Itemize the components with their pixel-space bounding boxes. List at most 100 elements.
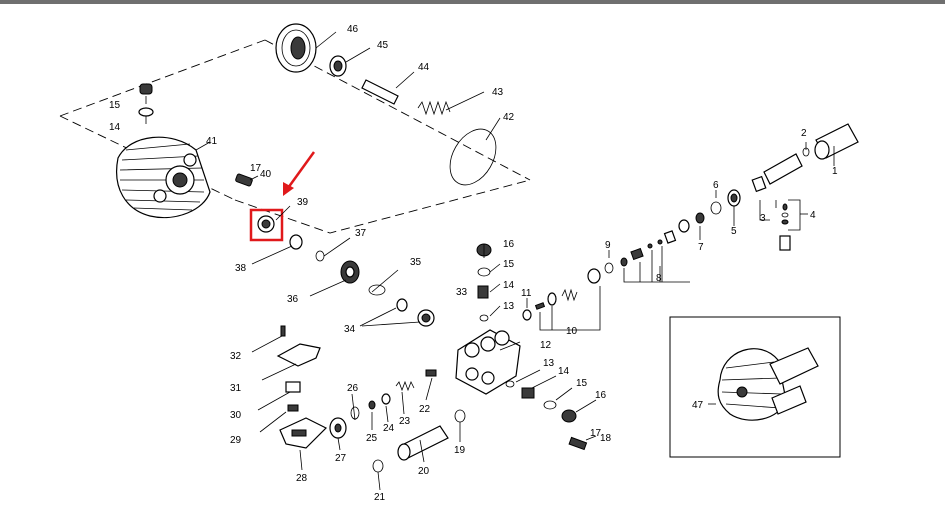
oil-seal-39[interactable] [257, 215, 275, 233]
label-33: 33 [456, 287, 468, 298]
label-37: 37 [355, 228, 367, 239]
label-20: 20 [418, 466, 430, 477]
assembled-pump-47[interactable] [717, 347, 819, 421]
label-36: 36 [287, 294, 299, 305]
nut-25[interactable] [368, 400, 376, 410]
label-16b: 16 [595, 390, 607, 401]
label-12: 12 [540, 340, 552, 351]
spring-43[interactable] [417, 100, 451, 116]
label-40: 40 [260, 169, 272, 180]
label-44: 44 [418, 62, 430, 73]
label-8: 8 [656, 273, 662, 284]
label-9: 9 [605, 240, 611, 251]
bracket-31[interactable] [276, 343, 321, 367]
label-27: 27 [335, 453, 347, 464]
label-14b: 14 [558, 366, 570, 377]
unloader-base-28[interactable] [279, 417, 328, 449]
nut-5[interactable] [727, 189, 741, 207]
label-22: 22 [419, 404, 431, 415]
label-11: 11 [521, 288, 532, 299]
label-15c: 15 [109, 100, 121, 111]
label-4: 4 [810, 210, 816, 221]
oil-drain-screw[interactable] [235, 173, 253, 187]
valve-14b[interactable] [521, 387, 535, 399]
cap-27[interactable] [329, 417, 347, 439]
valve-14[interactable] [477, 285, 489, 299]
oring-15b[interactable] [543, 400, 557, 410]
label-17a: 17 [250, 163, 262, 174]
piston-22[interactable] [425, 369, 437, 377]
oil-fill-plug[interactable] [138, 83, 154, 117]
label-13b: 13 [543, 358, 555, 369]
label-15b: 15 [576, 378, 588, 389]
unloader-10[interactable] [547, 268, 601, 306]
label-34: 34 [344, 324, 356, 335]
oring-21[interactable] [372, 459, 384, 473]
oring-15[interactable] [477, 267, 491, 277]
crankcase-housing[interactable] [116, 136, 211, 219]
label-18: 18 [600, 433, 612, 444]
valve-cap-16b[interactable] [561, 409, 577, 423]
spring-7[interactable] [695, 212, 705, 224]
bearing-46[interactable] [275, 23, 317, 73]
screw-32[interactable] [280, 325, 286, 337]
highlight-box [249, 208, 284, 242]
seal-33[interactable] [417, 309, 435, 327]
washer-38[interactable] [289, 234, 303, 250]
label-19: 19 [454, 445, 466, 456]
manifold-12[interactable] [455, 329, 521, 395]
gear-36[interactable] [340, 260, 360, 284]
label-17b: 17 [590, 428, 602, 439]
switch-30[interactable] [285, 381, 301, 393]
oring-35[interactable] [368, 284, 386, 296]
oring-13b[interactable] [505, 380, 515, 388]
label-29: 29 [230, 435, 242, 446]
label-39: 39 [297, 197, 309, 208]
label-42: 42 [503, 112, 515, 123]
label-23: 23 [399, 416, 411, 427]
washer-24[interactable] [381, 393, 391, 405]
check-valve-4[interactable] [779, 203, 791, 251]
oring-42[interactable] [441, 121, 506, 193]
washer-11[interactable] [522, 309, 532, 321]
label-35: 35 [410, 257, 422, 268]
label-28: 28 [296, 473, 308, 484]
label-7: 7 [698, 242, 704, 253]
top-divider [0, 0, 945, 4]
label-2: 2 [801, 128, 807, 139]
oring-6[interactable] [710, 201, 722, 215]
highlight-arrow [283, 151, 316, 196]
seal-45[interactable] [329, 55, 347, 77]
label-43: 43 [492, 87, 504, 98]
label-15a: 15 [503, 259, 515, 270]
inlet-fitting-1[interactable] [814, 123, 859, 160]
label-47: 47 [692, 400, 704, 411]
screw-11[interactable] [534, 302, 546, 310]
label-30: 30 [230, 410, 242, 421]
label-5: 5 [731, 226, 737, 237]
label-45: 45 [377, 40, 389, 51]
clip-29[interactable] [287, 404, 299, 412]
valve-kit-8[interactable] [620, 219, 690, 267]
label-1: 1 [832, 166, 838, 177]
label-24: 24 [383, 423, 395, 434]
label-21: 21 [374, 492, 386, 503]
oring-37[interactable] [315, 250, 325, 262]
outlet-fitting-20[interactable] [397, 425, 449, 461]
label-31: 31 [230, 383, 242, 394]
label-26: 26 [347, 383, 359, 394]
plug-17-18[interactable] [568, 436, 588, 451]
label-13a: 13 [503, 301, 515, 312]
label-10: 10 [566, 326, 578, 337]
label-16a: 16 [503, 239, 515, 250]
plunger-44[interactable] [361, 79, 399, 105]
oring-13[interactable] [479, 314, 489, 322]
oring-9[interactable] [604, 262, 614, 274]
label-25: 25 [366, 433, 378, 444]
label-14a: 14 [503, 280, 515, 291]
spring-23[interactable] [395, 380, 415, 392]
washer-34[interactable] [396, 298, 408, 312]
oring-19[interactable] [454, 409, 466, 423]
fitting-3[interactable] [751, 153, 803, 193]
